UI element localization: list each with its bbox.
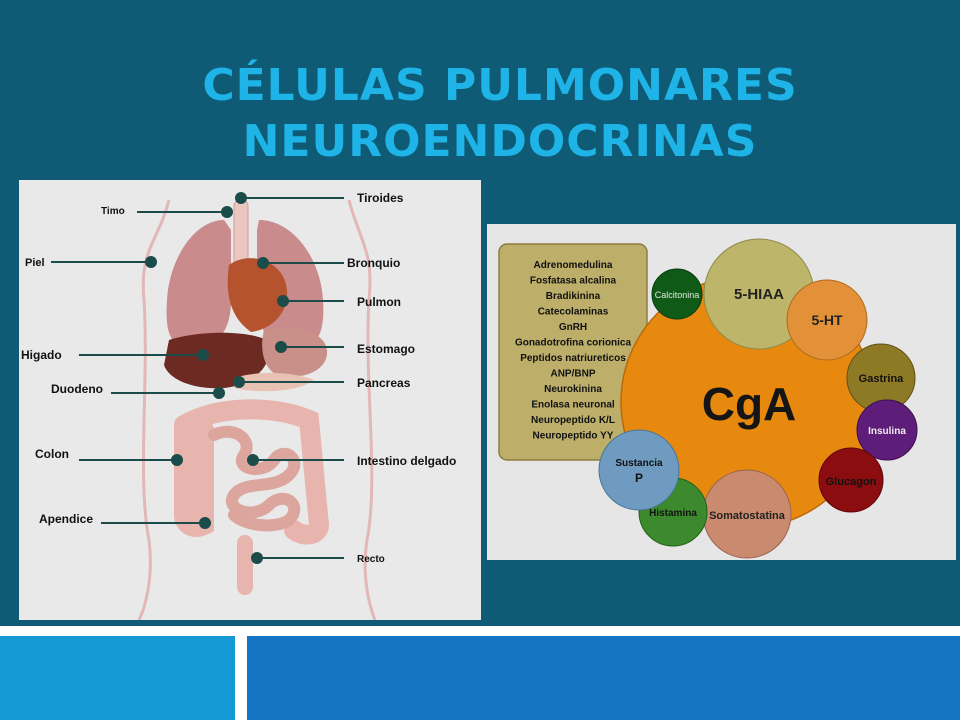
bubble-calcitonina — [651, 268, 703, 320]
bubble-5-ht-label: 5-HT — [811, 312, 843, 328]
title-line-2: NEUROENDOCRINAS — [242, 116, 758, 167]
peptide-list-item: Neurokinina — [544, 384, 602, 395]
label-colon: Colon — [35, 447, 69, 461]
peptide-list-item: Enolasa neuronal — [531, 400, 615, 411]
label-pulmon: Pulmon — [357, 295, 401, 309]
bubble-insulina — [856, 399, 918, 461]
footer-bar-right — [247, 636, 960, 720]
label-timo: Timo — [101, 206, 125, 217]
organ-labels: Timo Tiroides Piel Bronquio Pulmon Higad… — [21, 191, 456, 565]
bubble-somatostatina-label: Somatostatina — [709, 510, 786, 522]
anatomy-svg: Timo Tiroides Piel Bronquio Pulmon Higad… — [21, 191, 456, 621]
stomach — [262, 328, 328, 377]
bubble-glucagon — [818, 447, 884, 513]
label-apendice: Apendice — [39, 512, 93, 526]
anatomy-diagram: Timo Tiroides Piel Bronquio Pulmon Higad… — [19, 180, 481, 621]
peptide-list-item: Fosfatasa alcalina — [530, 276, 617, 287]
label-bronquio: Bronquio — [347, 256, 400, 270]
title-line-1: CÉLULAS PULMONARES — [202, 60, 798, 111]
peptide-list-item: Adrenomedulina — [534, 260, 613, 271]
label-duodeno: Duodeno — [51, 382, 103, 396]
bubble-sustancia-p — [598, 429, 680, 511]
bubble-calcitonina-label: Calcitonina — [655, 290, 700, 300]
peptide-list-item: Neuropeptido YY — [533, 431, 614, 442]
label-piel: Piel — [25, 257, 45, 269]
small-intestine — [208, 425, 301, 532]
label-pancreas: Pancreas — [357, 376, 411, 390]
peptide-list-item: Catecolaminas — [538, 307, 609, 318]
peptide-list-item: GnRH — [559, 322, 587, 333]
peptide-list-item: Neuropeptido K/L — [531, 415, 615, 426]
left-lung — [166, 220, 231, 349]
heart — [227, 258, 288, 332]
peptide-list-item: Bradikinina — [546, 291, 601, 302]
bubble-sustancia-label-1: Sustancia — [615, 458, 663, 469]
peptide-list-item: Gonadotrofina corionica — [515, 338, 632, 349]
bubble-insulina-label: Insulina — [868, 426, 906, 437]
bubble-5-hiaa-label: 5-HIAA — [734, 286, 784, 303]
label-higado: Higado — [21, 348, 62, 362]
peptide-list-item: ANP/BNP — [550, 369, 595, 380]
label-tiroides: Tiroides — [357, 191, 404, 205]
slide-title: CÉLULAS PULMONARES NEUROENDOCRINAS — [60, 58, 940, 170]
leader-lines — [51, 192, 344, 564]
footer-bar-left — [0, 636, 235, 720]
label-estomago: Estomago — [357, 342, 415, 356]
rectum — [237, 535, 253, 595]
bubble-5-ht — [786, 279, 868, 361]
liver — [164, 332, 270, 389]
bubble-glucagon-label: Glucagon — [826, 476, 877, 488]
bubble-gastrina-label: Gastrina — [859, 373, 905, 385]
bubble-sustancia-label-2: P — [635, 471, 643, 485]
body-outline — [137, 199, 377, 621]
cga-center-label: CgA — [702, 378, 797, 430]
label-recto: Recto — [357, 554, 385, 565]
peptide-list-item: Peptidos natriureticos — [520, 353, 626, 364]
bubble-histamina-label: Histamina — [649, 508, 697, 519]
label-intestino-delgado: Intestino delgado — [357, 454, 456, 468]
